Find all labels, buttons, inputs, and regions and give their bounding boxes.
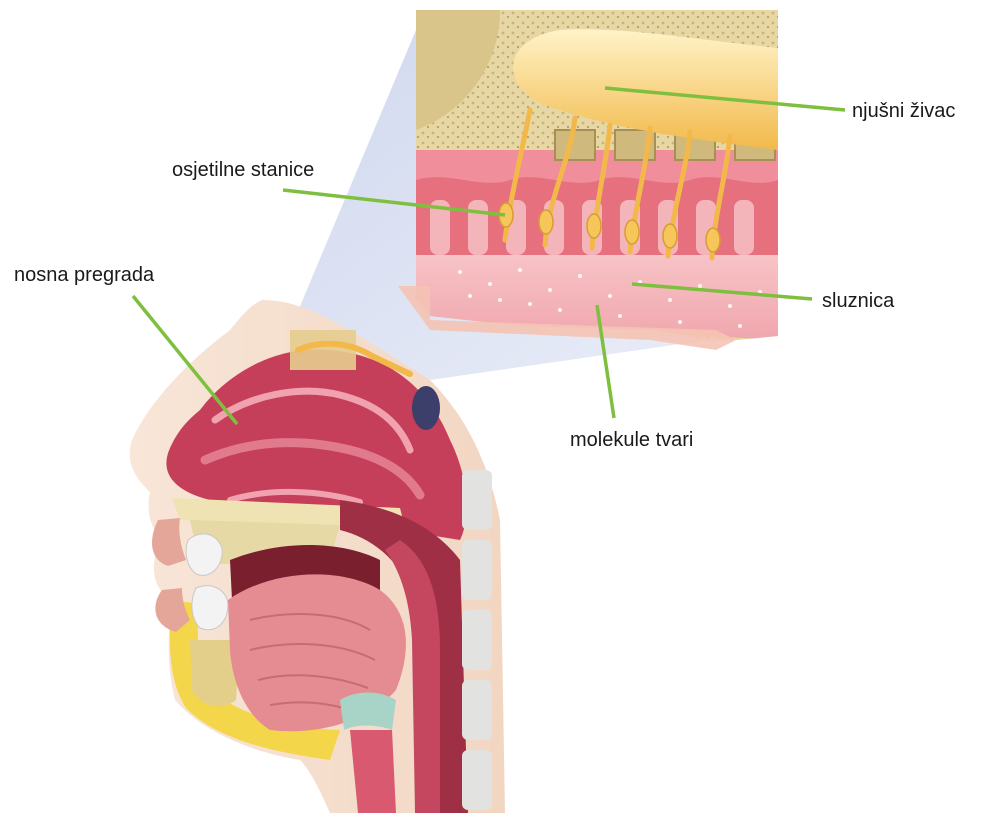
label-olfactory-nerve: njušni živac [852,99,955,123]
label-nasal-septum: nosna pregrada [14,263,154,287]
label-mucosa: sluznica [822,289,894,313]
label-molecules: molekule tvari [570,428,693,452]
label-sensory-cells: osjetilne stanice [172,158,314,182]
spine [462,470,492,810]
